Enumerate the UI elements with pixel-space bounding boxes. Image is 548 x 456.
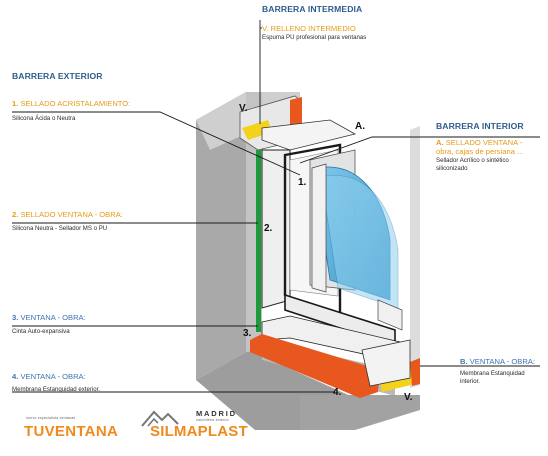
callout-4-label: VENTANA - OBRA: <box>20 372 86 381</box>
silmaplast-roof-icon <box>141 410 179 427</box>
wall-interior-reveal <box>410 126 420 388</box>
callout-a-desc-line2: siliconizado <box>436 165 468 172</box>
callout-a-desc-line1: Sellador Acrílico o sintético <box>436 157 509 164</box>
heading-barrera-intermedia: BARRERA INTERMEDIA <box>262 4 363 14</box>
callout-3-number: 3. <box>12 313 19 322</box>
logo-silmaplast: SILMAPLAST <box>150 423 248 440</box>
tag-1: 1. <box>298 177 307 188</box>
callout-b-label: VENTANA - OBRA: <box>469 357 535 366</box>
callout-v-intermedio-desc: Espuma PU profesional para ventanas <box>262 34 367 41</box>
glass-sash-right <box>377 299 403 331</box>
callout-3-label: VENTANA - OBRA: <box>20 313 86 322</box>
callout-2-label: SELLADO VENTANA - OBRA: <box>20 210 123 219</box>
logo-madrid: MADRID <box>196 409 237 418</box>
callout-1-desc: Silicona Ácida o Neutra <box>12 115 76 122</box>
heading-barrera-interior: BARRERA INTERIOR <box>436 121 524 131</box>
wall-lower-block <box>300 395 420 430</box>
tag-a: A. <box>355 121 365 132</box>
logo-tuventana-tagline: nuevo especialista ventanas <box>26 416 76 420</box>
callout-3-title: 3. VENTANA - OBRA: <box>12 314 86 322</box>
callout-1-label: SELLADO ACRISTALAMIENTO: <box>20 99 131 108</box>
heading-barrera-exterior: BARRERA EXTERIOR <box>12 71 103 81</box>
callout-2-number: 2. <box>12 210 19 219</box>
callout-3-desc: Cinta Auto-expansiva <box>12 328 70 335</box>
callout-a-number: A. <box>436 138 444 147</box>
bottom-interior-membrane <box>410 358 420 386</box>
wall-exterior-face <box>196 92 246 380</box>
bottom-white-frame <box>361 339 411 387</box>
callout-4-desc: Membrana Estanquidad exterior. <box>12 386 101 393</box>
callout-1-number: 1. <box>12 99 19 108</box>
callout-a-title-line1: A. SELLADO VENTANA - <box>436 139 522 147</box>
callout-2-desc: Silicona Neutra - Sellador MS o PU <box>12 225 108 232</box>
callout-1-title: 1. SELLADO ACRISTALAMIENTO: <box>12 100 130 108</box>
callout-4-title: 4. VENTANA - OBRA: <box>12 373 86 381</box>
leader-1 <box>12 111 301 176</box>
top-orange-membrane <box>290 97 302 131</box>
top-yellow-foam <box>242 120 272 140</box>
tag-3: 3. <box>243 328 252 339</box>
leader-lines <box>12 20 540 393</box>
top-white-frame <box>261 119 357 151</box>
tag-v-bottom: V. <box>404 392 413 403</box>
callout-4-number: 4. <box>12 372 19 381</box>
callout-b-number: B. <box>460 357 468 366</box>
bottom-orange-membrane <box>250 334 380 398</box>
callout-b-desc-line1: Membrana Estanquidad <box>460 370 525 377</box>
logo-madrid-tagline: carpinteria exterior <box>196 418 229 422</box>
callout-a-title-line2: obra, cajas de persiana ... <box>436 147 524 156</box>
callout-v-intermedio-title: V. RELLENO INTERMEDIO <box>262 24 356 33</box>
tag-2: 2. <box>264 223 273 234</box>
glass-sash-bead <box>311 163 327 293</box>
callout-a-label: SELLADO VENTANA - <box>445 138 523 147</box>
callout-2-title: 2. SELLADO VENTANA - OBRA: <box>12 211 123 219</box>
tag-v-top: V. <box>239 103 248 114</box>
callout-b-title: B. VENTANA - OBRA: <box>460 358 535 366</box>
tag-4: 4. <box>333 387 342 398</box>
logo-tuventana: TUVENTANA <box>24 423 119 440</box>
callout-b-desc-line2: interior. <box>460 378 480 385</box>
green-seal-strip <box>256 150 261 332</box>
leader-A <box>299 136 540 164</box>
